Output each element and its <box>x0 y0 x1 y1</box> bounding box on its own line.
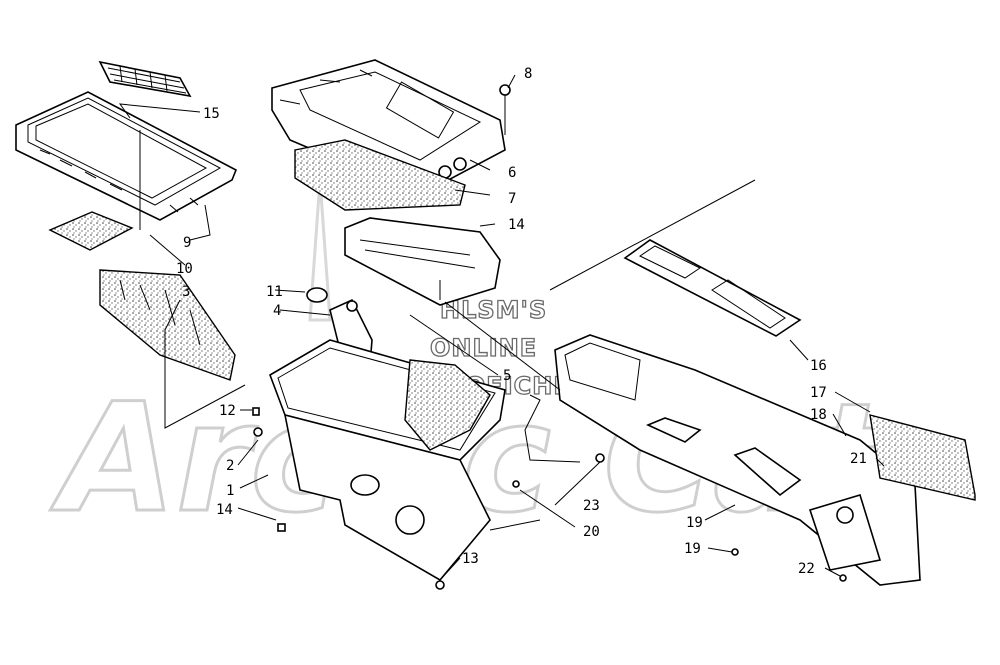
callout-4: 4 <box>273 303 281 319</box>
part-10-foam-pad <box>48 211 134 251</box>
part-17-frame <box>623 239 802 337</box>
callout-1: 1 <box>226 483 234 499</box>
part-21-screw <box>512 480 520 488</box>
part-14-clip <box>277 523 286 532</box>
callout-2: 2 <box>226 458 234 474</box>
callout-14: 14 <box>216 502 233 518</box>
callout-22-lower: 22 <box>798 561 815 577</box>
part-19-screw-lower <box>731 548 739 556</box>
callout-18: 17 <box>810 385 827 401</box>
callout-10: 10 <box>176 261 193 277</box>
callout-22-upper: 21 <box>850 451 867 467</box>
callout-13: 13 <box>462 551 479 567</box>
part-2-screw <box>253 427 263 437</box>
callout-11: 11 <box>266 284 283 300</box>
callout-12: 12 <box>219 403 236 419</box>
callout-3: 3 <box>182 284 190 300</box>
part-15-cover <box>344 217 501 306</box>
callout-7: 7 <box>508 191 516 207</box>
part-7-foam <box>294 139 466 211</box>
callout-labels: 8 15 6 7 14 9 10 3 11 4 5 12 2 1 14 13 2… <box>176 66 867 577</box>
part-13-plug <box>435 580 445 590</box>
callout-20: 19 <box>686 515 703 531</box>
callout-15: 14 <box>508 217 525 233</box>
part-16-grille <box>98 60 192 98</box>
callout-23: 23 <box>583 498 600 514</box>
callout-19-upper: 18 <box>810 407 827 423</box>
part-8-fastener <box>499 84 511 135</box>
part-18-foam-strip <box>869 414 976 501</box>
part-22-nut-lower <box>839 574 847 582</box>
leader-lines <box>118 74 885 581</box>
part-20-console <box>554 334 921 586</box>
part-1-storage-box <box>269 339 506 582</box>
callout-16: 15 <box>203 106 220 122</box>
callout-9: 9 <box>183 235 191 251</box>
part-11-cap <box>306 287 328 303</box>
callout-5: 5 <box>503 368 511 384</box>
callout-17: 16 <box>810 358 827 374</box>
callout-19-lower: 19 <box>684 541 701 557</box>
part-12-nut <box>252 407 260 416</box>
watermark-line-2: ONLINE <box>430 334 537 362</box>
part-23-grommet <box>595 453 605 463</box>
callout-6: 6 <box>508 165 516 181</box>
part-5-rod <box>524 394 581 463</box>
part-6-tray <box>271 59 506 196</box>
callout-21: 20 <box>583 524 600 540</box>
part-9-panel <box>15 91 238 221</box>
callout-8: 8 <box>524 66 532 82</box>
